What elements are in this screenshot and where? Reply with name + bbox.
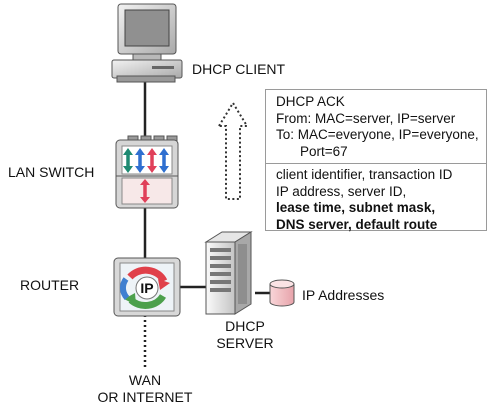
dhcp-server-label-line1: DHCP [225,318,265,334]
router-icon [113,257,181,317]
ack-field: DNS server, default route [276,216,438,232]
dhcp-server-label-line2: SERVER [216,335,274,351]
ack-to: To: MAC=everyone, IP=everyone, [276,127,479,142]
ack-fields: client identifier, transaction ID IP add… [276,167,452,233]
database-icon [269,279,295,307]
wan-label: WAN OR INTERNET [95,372,195,406]
ack-divider [266,163,486,164]
lan-switch-label: LAN SWITCH [8,164,95,180]
ack-field: client identifier, transaction ID [276,167,453,182]
ack-from: From: MAC=server, IP=server [276,110,456,126]
ip-addresses-label: IP Addresses [302,287,385,303]
computer-icon [111,3,183,83]
ack-title: DHCP ACK [276,94,345,109]
ack-port: Port=67 [300,143,348,159]
ack-header: DHCP ACK From: MAC=server, IP=server To:… [276,94,479,160]
ack-field: IP address, server ID, [276,183,407,199]
server-icon [204,231,253,315]
switch-icon [115,135,179,209]
router-ip-badge: IP [140,280,153,296]
dhcp-server-label: DHCP SERVER [214,318,276,352]
dhcp-ack-message-box: DHCP ACK From: MAC=server, IP=server To:… [265,89,487,233]
wan-label-line2: OR INTERNET [97,389,193,405]
wan-label-line1: WAN [128,372,162,388]
dotted-up-arrow [217,101,249,200]
dhcp-client-label: DHCP CLIENT [192,61,286,77]
router-label: ROUTER [20,277,80,293]
ack-field: lease time, subnet mask, [276,200,436,215]
